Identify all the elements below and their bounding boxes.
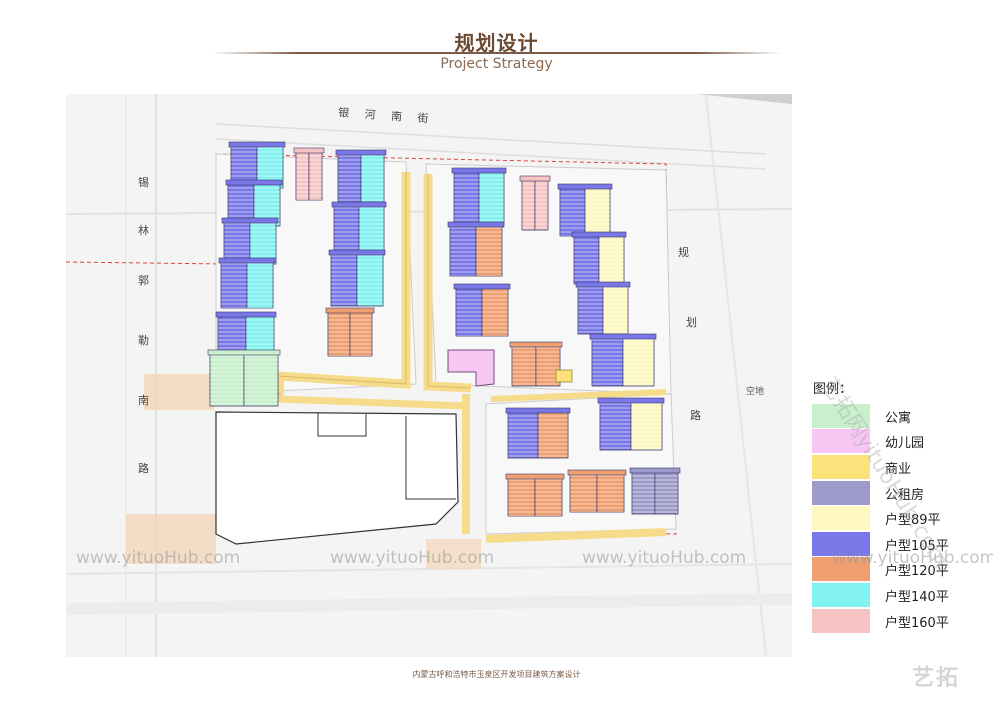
legend-swatch <box>812 429 870 453</box>
tower-120-w <box>325 307 375 357</box>
buildings <box>207 141 681 517</box>
legend-label: 户型105平 <box>885 539 949 554</box>
page-subtitle: Project Strategy <box>440 56 553 72</box>
tower-se1 <box>505 407 571 459</box>
tower-160-w <box>293 147 325 201</box>
street-west-char-4: 勒 <box>138 334 149 347</box>
plaza-south <box>126 514 216 564</box>
kindergarten-building <box>447 349 495 387</box>
street-west-char-5: 南 <box>138 394 149 407</box>
logo-mark: 艺拓 <box>912 666 961 691</box>
legend-item: 户型160平 <box>812 609 982 633</box>
legend-swatch <box>812 583 870 607</box>
street-west-char-6: 路 <box>138 462 149 475</box>
tower-ne2 <box>447 221 505 277</box>
mall-footprint <box>215 411 459 545</box>
legend-swatch <box>812 557 870 581</box>
site-plan: 银 河 南 街 锡 林 郭 勒 南 路 规 划 路 空地 <box>66 94 792 657</box>
plaza-entry <box>426 539 481 569</box>
street-east-char-2: 划 <box>686 316 697 329</box>
apartment-slab <box>207 349 281 407</box>
street-east-char-3: 路 <box>690 409 701 422</box>
legend-item: 幼儿园 <box>812 429 982 453</box>
tower-m3 <box>328 249 386 307</box>
legend-item: 户型105平 <box>812 532 982 556</box>
street-west-char-2: 林 <box>138 223 149 237</box>
legend-label: 公寓 <box>885 411 912 426</box>
footer-caption: 内蒙古呼和浩特市玉泉区开发项目建筑方案设计 <box>412 670 581 679</box>
tower-m2 <box>331 201 387 253</box>
street-east-char-1: 规 <box>678 245 689 259</box>
watermark-text-2: www.yituoHub.com <box>330 548 495 568</box>
public-rental-tower <box>629 467 681 515</box>
tower-120-c <box>509 341 563 387</box>
watermark-text-4: www.yituoHub.com <box>832 548 993 568</box>
legend-swatch <box>812 506 870 530</box>
site-plan-drawing: 银 河 南 街 锡 林 郭 勒 南 路 规 划 路 空地 <box>66 94 792 657</box>
legend-item: 户型120平 <box>812 557 982 581</box>
page-title: 规划设计 <box>454 31 539 55</box>
tower-89-2 <box>571 231 627 285</box>
legend-label: 商业 <box>885 462 912 477</box>
street-labels: 银 河 南 街 锡 林 郭 勒 南 路 规 划 路 空地 <box>138 105 764 475</box>
legend-swatch <box>812 481 870 505</box>
legend-item: 公寓 <box>812 404 982 428</box>
title-divider <box>212 52 782 54</box>
legend-swatch <box>812 609 870 633</box>
legend-item: 户型140平 <box>812 583 982 607</box>
legend-swatch <box>812 404 870 428</box>
commercial-podium <box>215 172 667 543</box>
east-vacant-label: 空地 <box>746 385 764 397</box>
tower-ne1 <box>451 167 507 225</box>
tower-m1 <box>335 149 387 203</box>
street-north-label: 银 河 南 街 <box>338 105 435 126</box>
tower-120-s2 <box>567 469 627 513</box>
legend-swatch <box>812 455 870 479</box>
legend-label: 户型89平 <box>885 513 941 528</box>
tower-160-ne <box>519 175 551 231</box>
tower-89-5 <box>597 397 665 451</box>
tower-ne3 <box>453 283 511 337</box>
legend-label: 户型140平 <box>885 590 949 605</box>
tower-89-3 <box>575 281 631 335</box>
tower-89-1 <box>557 183 613 237</box>
legend-item: 商业 <box>812 455 982 479</box>
street-west-char-3: 郭 <box>138 274 149 287</box>
legend-label: 户型160平 <box>885 616 949 631</box>
commercial-kiosk <box>555 369 573 383</box>
tower-89-4 <box>589 333 657 387</box>
street-west-char-1: 锡 <box>138 175 149 189</box>
legend-label: 户型120平 <box>885 564 949 579</box>
plaza-north <box>144 374 214 410</box>
tower-w4 <box>218 257 276 309</box>
watermark-text-3: www.yituoHub.com <box>582 548 747 568</box>
legend-item: 公租房 <box>812 481 982 505</box>
legend-swatch <box>812 532 870 556</box>
legend-label: 幼儿园 <box>885 436 925 451</box>
watermark-text-1: www.yituoHub.com <box>76 548 241 568</box>
legend-title: 图例： <box>813 382 853 397</box>
tower-120-s1 <box>505 473 565 517</box>
legend-item: 户型89平 <box>812 506 982 530</box>
tower-w3 <box>221 217 279 265</box>
legend-label: 公租房 <box>885 488 925 503</box>
